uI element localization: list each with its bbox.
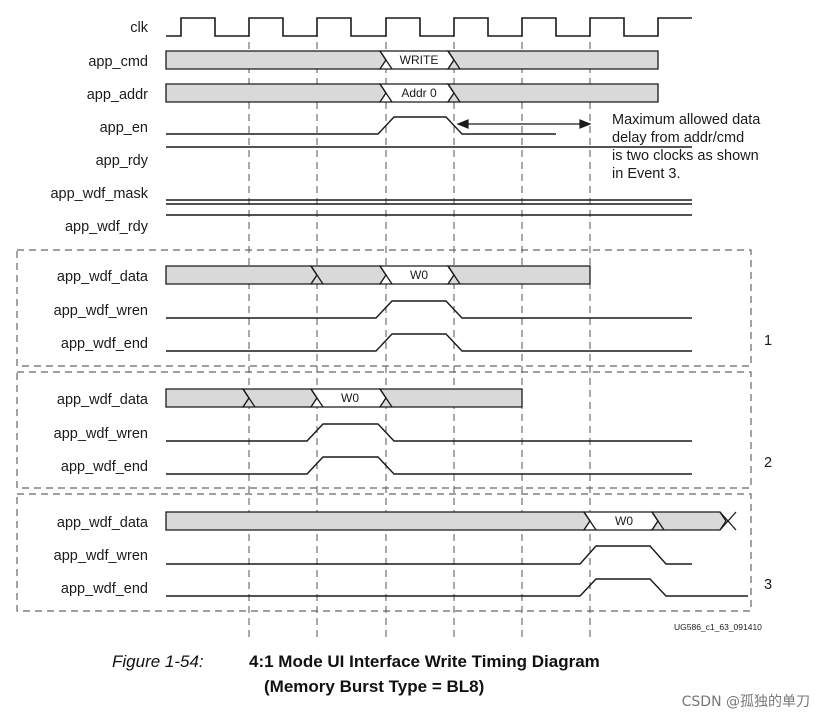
group1-label-wdf-wren: app_wdf_wren <box>54 303 148 319</box>
group2-wdf-data-waveform <box>165 388 523 408</box>
group3-wdf-end-waveform <box>166 578 748 597</box>
group2-label-wdf-end: app_wdf_end <box>61 459 148 475</box>
annotation-line: delay from addr/cmd <box>612 130 744 146</box>
signal-label-app-cmd: app_cmd <box>88 54 148 70</box>
event-3-box <box>16 493 752 612</box>
group1-wdf-end-waveform <box>166 333 692 352</box>
event-1-box <box>16 249 752 367</box>
caption-title-line1: 4:1 Mode UI Interface Write Timing Diagr… <box>249 652 600 671</box>
signal-label-app-addr: app_addr <box>87 87 148 103</box>
caption-prefix: Figure 1-54: <box>112 652 204 671</box>
group2-label-wdf-data: app_wdf_data <box>57 392 149 408</box>
csdn-watermark: CSDN @孤独的单刀 <box>682 694 810 710</box>
app-addr-waveform <box>165 83 659 103</box>
clk-waveform <box>166 17 692 37</box>
delay-annotation: Maximum allowed data delay from addr/cmd… <box>612 112 761 182</box>
max-delay-arrow <box>456 119 592 129</box>
bus-value-addr0: Addr 0 <box>401 86 437 100</box>
group3-bus-value-w0: W0 <box>615 514 633 528</box>
group1-label-wdf-data: app_wdf_data <box>57 269 149 285</box>
figure-reference-id: UG586_c1_63_091410 <box>674 622 762 632</box>
group2-wdf-end-waveform <box>166 456 692 475</box>
group2-wdf-wren-waveform <box>166 423 692 442</box>
group3-label-wdf-data: app_wdf_data <box>57 515 149 531</box>
caption-title-line2: (Memory Burst Type = BL8) <box>264 677 484 696</box>
group2-label-wdf-wren: app_wdf_wren <box>54 426 148 442</box>
clk-label: clk <box>130 20 148 36</box>
event-2-number: 2 <box>764 455 772 471</box>
group3-wdf-wren-waveform <box>166 545 692 565</box>
event-group-boxes <box>16 249 752 612</box>
signal-label-app-rdy: app_rdy <box>96 153 149 169</box>
annotation-line: Maximum allowed data <box>612 112 761 128</box>
annotation-line: is two clocks as shown <box>612 148 759 164</box>
annotation-line: in Event 3. <box>612 166 681 182</box>
group3-label-wdf-end: app_wdf_end <box>61 581 148 597</box>
bus-value-write: WRITE <box>400 53 439 67</box>
cycle-dividers <box>248 18 591 640</box>
group3-label-wdf-wren: app_wdf_wren <box>54 548 148 564</box>
signal-label-app-wdf-mask: app_wdf_mask <box>50 186 148 202</box>
group1-bus-value-w0: W0 <box>410 268 428 282</box>
app-cmd-waveform <box>165 50 659 70</box>
event-2-box <box>16 371 752 489</box>
group1-wdf-data-waveform <box>165 265 591 285</box>
app-wdf-mask-waveform <box>166 199 692 205</box>
event-1-number: 1 <box>764 333 772 349</box>
group3-wdf-data-waveform <box>165 511 737 531</box>
signal-label-app-wdf-rdy: app_wdf_rdy <box>65 219 149 235</box>
signal-label-app-en: app_en <box>100 120 148 136</box>
group2-bus-value-w0: W0 <box>341 391 359 405</box>
group1-label-wdf-end: app_wdf_end <box>61 336 148 352</box>
event-3-number: 3 <box>764 577 772 593</box>
app-en-waveform <box>166 116 556 135</box>
group1-wdf-wren-waveform <box>166 300 692 319</box>
